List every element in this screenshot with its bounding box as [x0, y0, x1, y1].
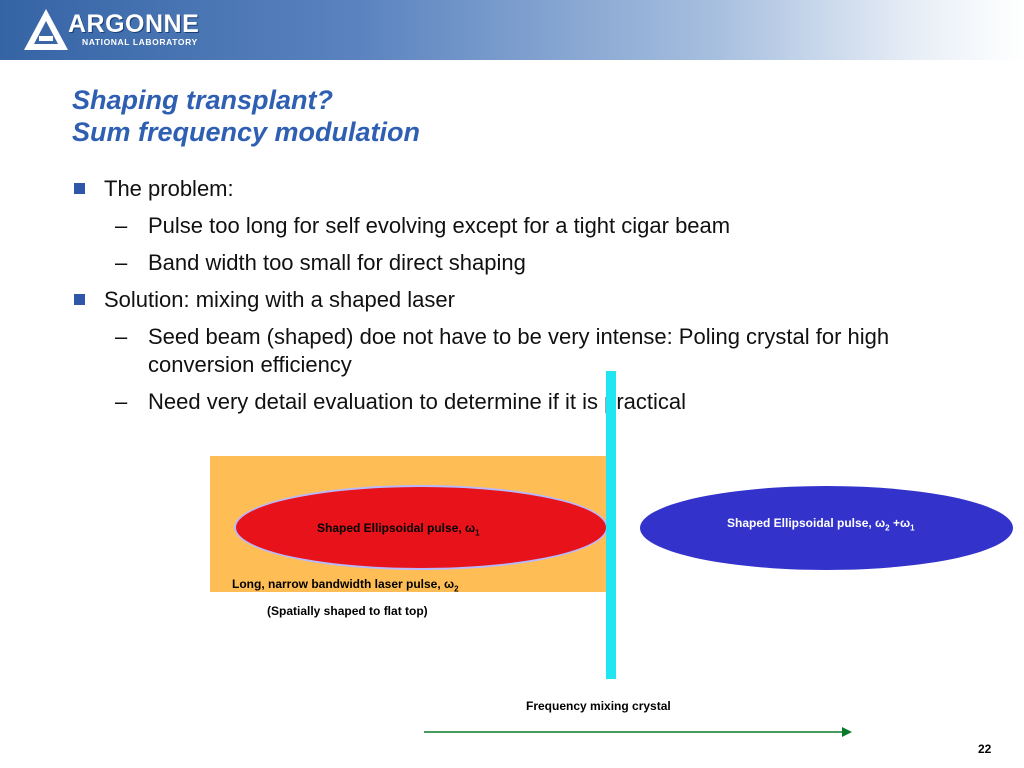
dash-marker: – — [115, 250, 128, 275]
bullet-solution: Solution: mixing with a shaped laser — [72, 286, 952, 314]
slide-title: Shaping transplant? Sum frequency modula… — [72, 84, 420, 148]
bullet-square-icon — [74, 183, 85, 194]
spatial-shape-label: (Spatially shaped to flat top) — [267, 604, 428, 618]
propagation-arrow-icon — [424, 727, 852, 737]
sub-bullet: – Band width too small for direct shapin… — [72, 249, 948, 277]
sub-bullet: – Seed beam (shaped) doe not have to be … — [72, 323, 948, 379]
argonne-triangle-icon — [24, 9, 68, 50]
blue-ellipsoidal-pulse — [640, 486, 1013, 570]
sub-bullet-text: Seed beam (shaped) doe not have to be ve… — [148, 324, 890, 377]
header-band: ARGONNE NATIONAL LABORATORY — [0, 0, 1024, 60]
red-pulse-label: Shaped Ellipsoidal pulse, ω1 — [317, 521, 480, 538]
dash-marker: – — [115, 213, 128, 238]
argonne-logo: ARGONNE NATIONAL LABORATORY — [22, 6, 222, 54]
dash-marker: – — [115, 324, 128, 349]
bullet-text: The problem: — [104, 176, 234, 201]
blue-pulse-label: Shaped Ellipsoidal pulse, ω2 +ω1 — [727, 516, 915, 533]
sub-bullet-text: Need very detail evaluation to determine… — [148, 389, 687, 414]
logo-subtitle: NATIONAL LABORATORY — [82, 37, 198, 47]
sub-bullet-text: Band width too small for direct shaping — [148, 250, 526, 275]
title-line-2: Sum frequency modulation — [72, 117, 421, 147]
dash-marker: – — [115, 389, 128, 414]
red-ellipsoidal-pulse — [234, 485, 608, 570]
page-number: 22 — [978, 742, 992, 756]
logo-wordmark: ARGONNE — [68, 10, 200, 38]
bullet-text: Solution: mixing with a shaped laser — [104, 287, 455, 312]
title-line-1: Shaping transplant? — [72, 85, 334, 115]
bullet-square-icon — [74, 294, 85, 305]
bullet-problem: The problem: — [72, 175, 952, 203]
bullet-list: The problem: – Pulse too long for self e… — [72, 175, 952, 425]
crystal-label: Frequency mixing crystal — [526, 699, 671, 713]
sub-bullet: – Need very detail evaluation to determi… — [72, 388, 948, 416]
long-pulse-label: Long, narrow bandwidth laser pulse, ω2 — [232, 577, 459, 594]
sub-bullet-text: Pulse too long for self evolving except … — [148, 213, 731, 238]
sub-bullet: – Pulse too long for self evolving excep… — [72, 212, 948, 240]
frequency-mixing-crystal — [606, 371, 616, 679]
